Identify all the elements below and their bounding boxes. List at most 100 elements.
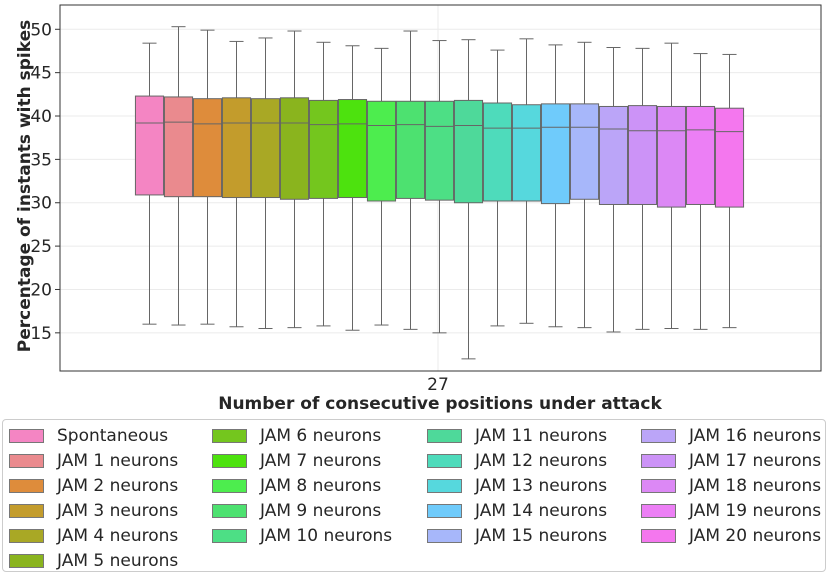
legend-label: JAM 9 neurons	[260, 501, 382, 521]
legend-item: JAM 13 neurons	[427, 475, 607, 497]
box-jam-7-neurons	[337, 45, 368, 331]
box-jam-6-neurons	[308, 41, 339, 327]
iqr-box	[395, 100, 426, 199]
legend-item: JAM 18 neurons	[641, 475, 821, 497]
box-jam-13-neurons	[511, 38, 542, 324]
legend-item: JAM 19 neurons	[641, 500, 821, 522]
iqr-box	[714, 107, 745, 208]
y-tick-label: 45	[30, 64, 52, 84]
y-axis-title: Percentage of instants with spikes	[15, 20, 35, 353]
y-tick-label: 30	[30, 194, 52, 214]
x-axis-title: Number of consecutive positions under at…	[218, 394, 662, 414]
box-jam-16-neurons	[598, 46, 629, 333]
legend-item: JAM 4 neurons	[9, 525, 178, 547]
box-jam-19-neurons	[685, 53, 716, 330]
iqr-box	[163, 96, 194, 198]
legend-item: JAM 17 neurons	[641, 450, 821, 472]
iqr-box	[192, 98, 223, 198]
iqr-box	[337, 99, 368, 199]
legend-item: JAM 7 neurons	[212, 450, 381, 472]
box-jam-11-neurons	[453, 39, 484, 360]
legend-item: JAM 9 neurons	[212, 500, 381, 522]
box-jam-17-neurons	[627, 47, 658, 330]
box-jam-4-neurons	[250, 37, 281, 330]
legend-swatch	[212, 504, 247, 518]
legend-label: JAM 20 neurons	[689, 526, 822, 546]
box-jam-18-neurons	[656, 42, 687, 330]
legend-swatch	[427, 429, 462, 443]
legend-label: JAM 7 neurons	[260, 451, 382, 471]
iqr-box	[656, 105, 687, 208]
legend-label: JAM 8 neurons	[260, 476, 382, 496]
legend-item: JAM 6 neurons	[212, 425, 381, 447]
legend-swatch	[9, 504, 44, 518]
iqr-box	[569, 103, 600, 200]
box-spontaneous	[134, 42, 165, 325]
legend-swatch	[9, 429, 44, 443]
legend-label: JAM 1 neurons	[57, 451, 179, 471]
legend-swatch	[212, 454, 247, 468]
iqr-box	[627, 105, 658, 205]
legend-item: JAM 16 neurons	[641, 425, 821, 447]
y-tick-label: 15	[30, 324, 52, 344]
box-jam-14-neurons	[540, 44, 571, 328]
legend-swatch	[641, 479, 676, 493]
box-jam-5-neurons	[279, 30, 310, 329]
legend-item: JAM 3 neurons	[9, 500, 178, 522]
y-tick-label: 25	[30, 237, 52, 257]
legend-item: JAM 15 neurons	[427, 525, 607, 547]
iqr-box	[134, 95, 165, 196]
legend-swatch	[9, 529, 44, 543]
box-jam-20-neurons	[714, 53, 745, 329]
legend-swatch	[427, 504, 462, 518]
legend-item: JAM 2 neurons	[9, 475, 178, 497]
legend-label: JAM 17 neurons	[689, 451, 822, 471]
legend-swatch	[641, 504, 676, 518]
iqr-box	[598, 105, 629, 205]
iqr-box	[453, 99, 484, 204]
iqr-box	[685, 105, 716, 205]
legend-label: JAM 11 neurons	[475, 426, 608, 446]
x-tick-label: 27	[427, 375, 449, 395]
iqr-box	[482, 102, 513, 202]
legend-swatch	[212, 429, 247, 443]
box-jam-1-neurons	[163, 26, 194, 326]
legend-label: JAM 5 neurons	[57, 551, 179, 571]
iqr-box	[511, 104, 542, 202]
plot-area-frame	[59, 4, 822, 372]
legend-label: JAM 12 neurons	[475, 451, 608, 471]
y-tick-label: 35	[30, 150, 52, 170]
legend-item: JAM 20 neurons	[641, 525, 821, 547]
legend-label: JAM 3 neurons	[57, 501, 179, 521]
legend-label: JAM 13 neurons	[475, 476, 608, 496]
iqr-box	[250, 98, 281, 199]
x-axis-ticks: 27	[427, 375, 449, 395]
box-series	[134, 26, 745, 360]
box-jam-12-neurons	[482, 49, 513, 327]
legend-label: JAM 6 neurons	[260, 426, 382, 446]
legend-label: JAM 14 neurons	[475, 501, 608, 521]
iqr-box	[366, 100, 397, 202]
box-jam-8-neurons	[366, 47, 397, 326]
iqr-box	[540, 103, 571, 205]
y-tick-label: 20	[30, 280, 52, 300]
box-jam-15-neurons	[569, 41, 600, 329]
legend-swatch	[641, 429, 676, 443]
iqr-box	[221, 97, 252, 199]
legend-item: JAM 11 neurons	[427, 425, 607, 447]
legend-swatch	[427, 454, 462, 468]
legend-label: JAM 16 neurons	[689, 426, 822, 446]
box-jam-2-neurons	[192, 29, 223, 325]
legend-swatch	[212, 479, 247, 493]
legend-swatch	[427, 529, 462, 543]
legend-swatch	[9, 554, 44, 568]
legend-item: Spontaneous	[9, 425, 168, 447]
box-jam-3-neurons	[221, 40, 252, 328]
legend-swatch	[9, 454, 44, 468]
legend-swatch	[212, 529, 247, 543]
legend-item: JAM 10 neurons	[212, 525, 392, 547]
legend-label: JAM 4 neurons	[57, 526, 179, 546]
